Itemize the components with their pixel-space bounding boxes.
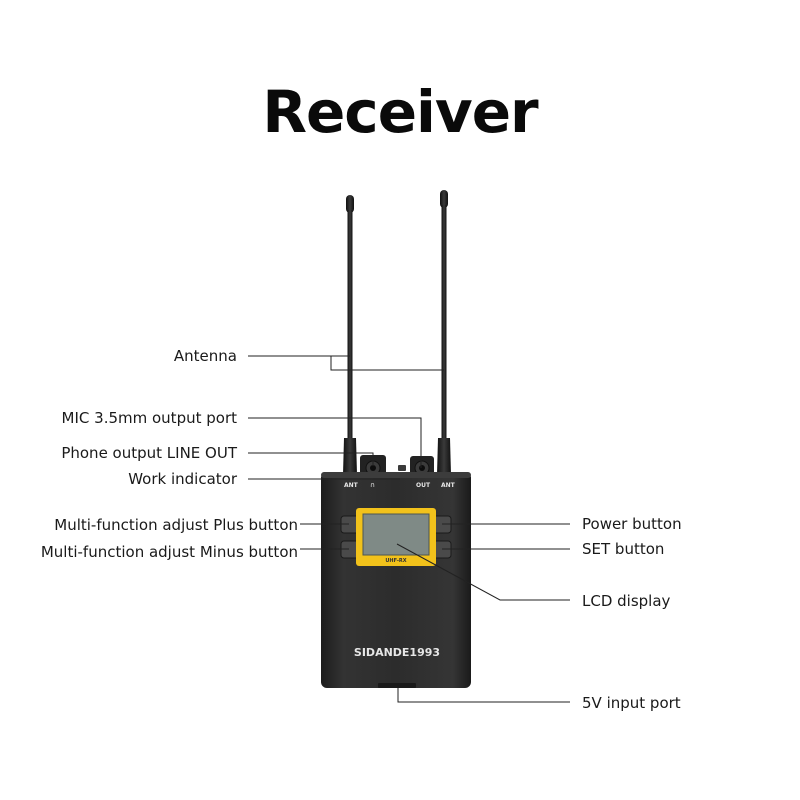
callout-antenna: Antenna [173, 347, 237, 365]
port-label-ant-left: ANT [344, 482, 359, 489]
callout-usb-input: 5V input port [582, 694, 681, 712]
lcd-display: UHF-RX [356, 508, 436, 566]
phone-icon: ∩ [370, 481, 375, 489]
antenna-right [437, 190, 451, 475]
page-title: Receiver [262, 78, 538, 146]
brand-logo: SIDANDE1993 [354, 646, 440, 659]
callout-mic-output: MIC 3.5mm output port [61, 409, 237, 427]
lcd-label: UHF-RX [385, 558, 406, 564]
leader-lines [248, 355, 570, 703]
callout-work-indicator: Work indicator [128, 470, 237, 488]
callout-plus-button: Multi-function adjust Plus button [54, 516, 298, 534]
callout-phone-output: Phone output LINE OUT [61, 444, 237, 462]
antenna-left [343, 195, 357, 475]
callout-lcd-display: LCD display [582, 592, 671, 610]
callout-set-button: SET button [582, 540, 665, 558]
usb-port [378, 683, 416, 688]
port-label-out: OUT [416, 482, 431, 489]
callout-minus-button: Multi-function adjust Minus button [40, 543, 298, 561]
port-label-ant-right: ANT [441, 482, 456, 489]
callout-power-button: Power button [582, 515, 682, 533]
